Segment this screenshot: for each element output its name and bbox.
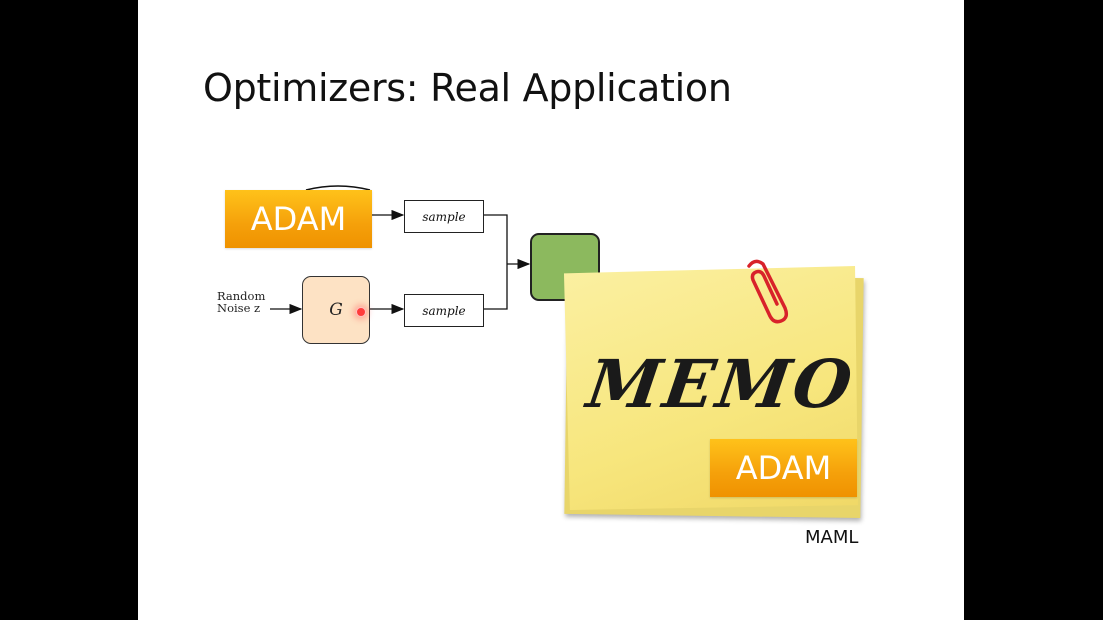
slide-title: Optimizers: Real Application bbox=[203, 66, 732, 110]
adam-top-arc bbox=[305, 185, 371, 191]
laser-pointer-dot bbox=[356, 307, 366, 317]
merge-line-bottom bbox=[483, 264, 508, 310]
generator-label: G bbox=[329, 300, 343, 320]
noise-label-line2: Noise z bbox=[217, 301, 261, 315]
noise-label-line1: Random bbox=[217, 289, 266, 303]
adam-label-top: ADAM bbox=[225, 190, 372, 248]
generator-box: G bbox=[302, 276, 370, 344]
noise-label: Random Noise z bbox=[217, 290, 265, 314]
gan-diagram bbox=[270, 185, 531, 315]
slide: Optimizers: Real Application ADAM sample… bbox=[138, 0, 964, 620]
adam-label-memo: ADAM bbox=[710, 439, 857, 497]
sample-box-bottom: sample bbox=[404, 294, 484, 327]
paperclip-icon bbox=[747, 259, 789, 324]
memo-text: MEMO bbox=[582, 345, 860, 423]
merge-line-top bbox=[483, 214, 508, 264]
sample-box-top: sample bbox=[404, 200, 484, 233]
maml-label: MAML bbox=[805, 527, 859, 548]
